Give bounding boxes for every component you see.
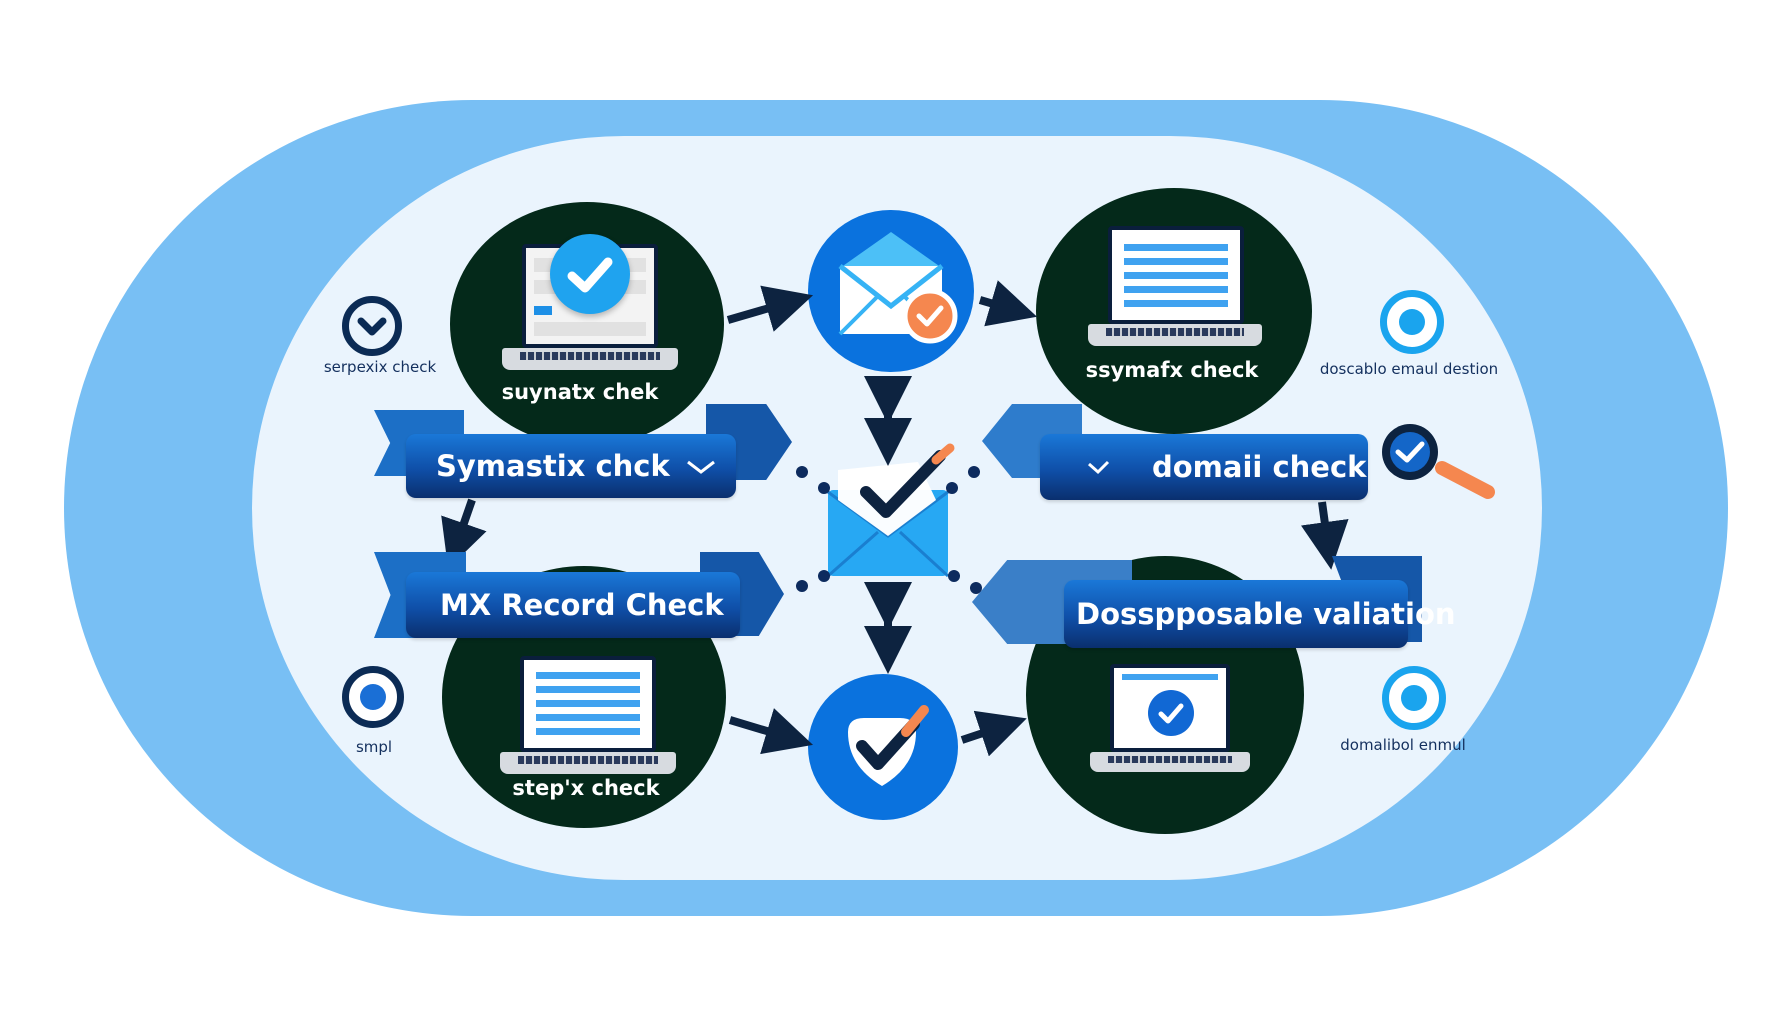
connector-dot <box>948 570 960 582</box>
banner-mx-record-check[interactable]: MX Record Check <box>406 572 740 638</box>
center-envelope <box>808 440 978 580</box>
banner-domain-check[interactable]: domaii check <box>1040 434 1368 500</box>
connector-dot <box>968 466 980 478</box>
connector-dot <box>796 466 808 478</box>
target-circle-icon <box>1380 290 1444 354</box>
node-label: suynatx chek <box>501 380 659 404</box>
laptop-icon <box>1088 226 1262 352</box>
envelope-badge-icon <box>838 232 958 344</box>
shield-check-icon <box>848 705 929 786</box>
connector-dot <box>946 482 958 494</box>
arrow-right-icon <box>726 285 814 332</box>
laptop-icon <box>500 656 676 780</box>
target-circle-icon <box>1382 666 1446 730</box>
banner-label: domaii check <box>1152 450 1367 484</box>
side-label: domalibol enmul <box>1340 736 1466 754</box>
banner-disposable-validation[interactable]: Dosspposable valiation <box>1064 580 1456 648</box>
arrow-right-icon <box>728 708 813 755</box>
node-label: step'x check <box>512 776 660 800</box>
banner-label: Dosspposable valiation <box>1076 597 1456 631</box>
banner-label: MX Record Check <box>440 588 724 622</box>
connector-dot <box>970 582 982 594</box>
target-circle-icon <box>342 666 404 728</box>
check-badge-icon <box>550 234 630 314</box>
side-label: smpl <box>355 738 393 756</box>
envelope-check-icon <box>827 443 955 578</box>
node-label: ssymafx check <box>1085 358 1259 382</box>
banner-label: Symastix chck <box>436 449 670 483</box>
chevron-down-icon <box>686 460 715 474</box>
connector-dot <box>818 482 830 494</box>
checkmark-icon <box>1088 460 1110 475</box>
side-label: serpexix check <box>323 358 437 376</box>
arrow-down-icon <box>1300 501 1349 570</box>
shield-check-circle <box>808 674 958 820</box>
magnifier-check-icon <box>1380 422 1506 506</box>
chevron-circle-icon <box>342 296 402 356</box>
arrow-down-icon <box>441 498 487 569</box>
envelope-circle <box>808 210 974 372</box>
arrow-right-icon <box>978 280 1038 327</box>
banner-syntax-check[interactable]: Symastix chck <box>406 434 736 498</box>
side-label: doscablo emaul destion <box>1319 360 1499 378</box>
arrow-right-icon <box>960 710 1027 757</box>
connector-dot <box>796 580 808 592</box>
laptop-icon <box>1090 664 1250 776</box>
connector-dot <box>818 570 830 582</box>
